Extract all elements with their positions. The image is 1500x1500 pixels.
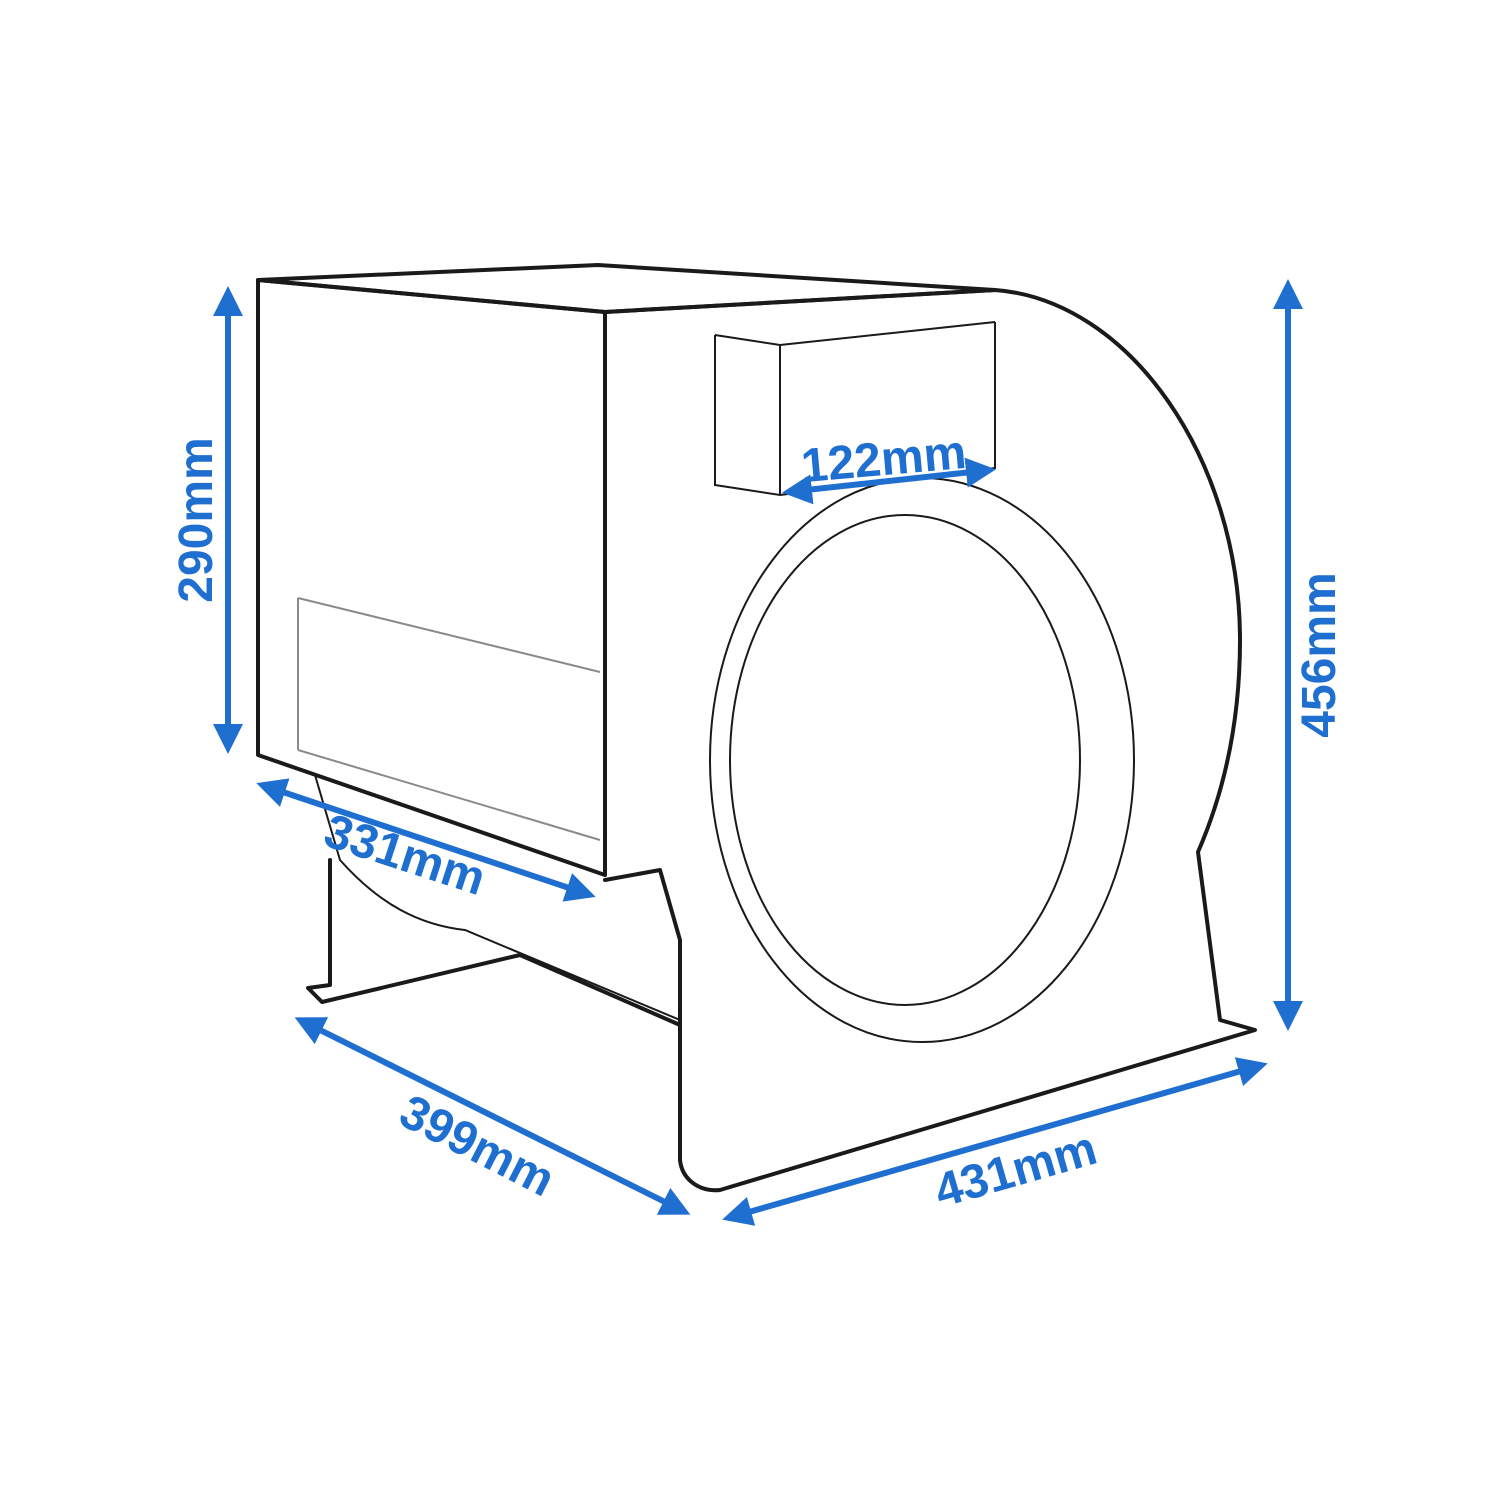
inlet-outer-ring — [709, 477, 1135, 1043]
dim-line-depth-box — [256, 778, 596, 902]
label-outlet-width: 122mm — [799, 426, 968, 493]
base-stand — [306, 858, 682, 1027]
dim-line-outlet-width — [782, 457, 996, 505]
inlet-inner-ring — [729, 514, 1081, 1006]
volute-housing — [603, 288, 1257, 1193]
label-depth-base: 399mm — [391, 1085, 562, 1207]
centrifugal-fan-outline — [256, 263, 1257, 1193]
motor-box-side — [256, 278, 607, 877]
label-depth-box: 331mm — [318, 804, 492, 906]
label-height-total: 456mm — [1293, 572, 1346, 737]
dimension-arrows — [213, 279, 1303, 1226]
motor-box-recess — [297, 597, 601, 841]
base-stand-diagonal — [314, 774, 681, 1021]
dimension-labels: 290mm 331mm 122mm 456mm 399mm 431mm — [170, 426, 1346, 1218]
label-height-box: 290mm — [170, 437, 223, 602]
dim-line-depth-base — [294, 1017, 691, 1215]
dim-line-width-base — [722, 1057, 1268, 1226]
